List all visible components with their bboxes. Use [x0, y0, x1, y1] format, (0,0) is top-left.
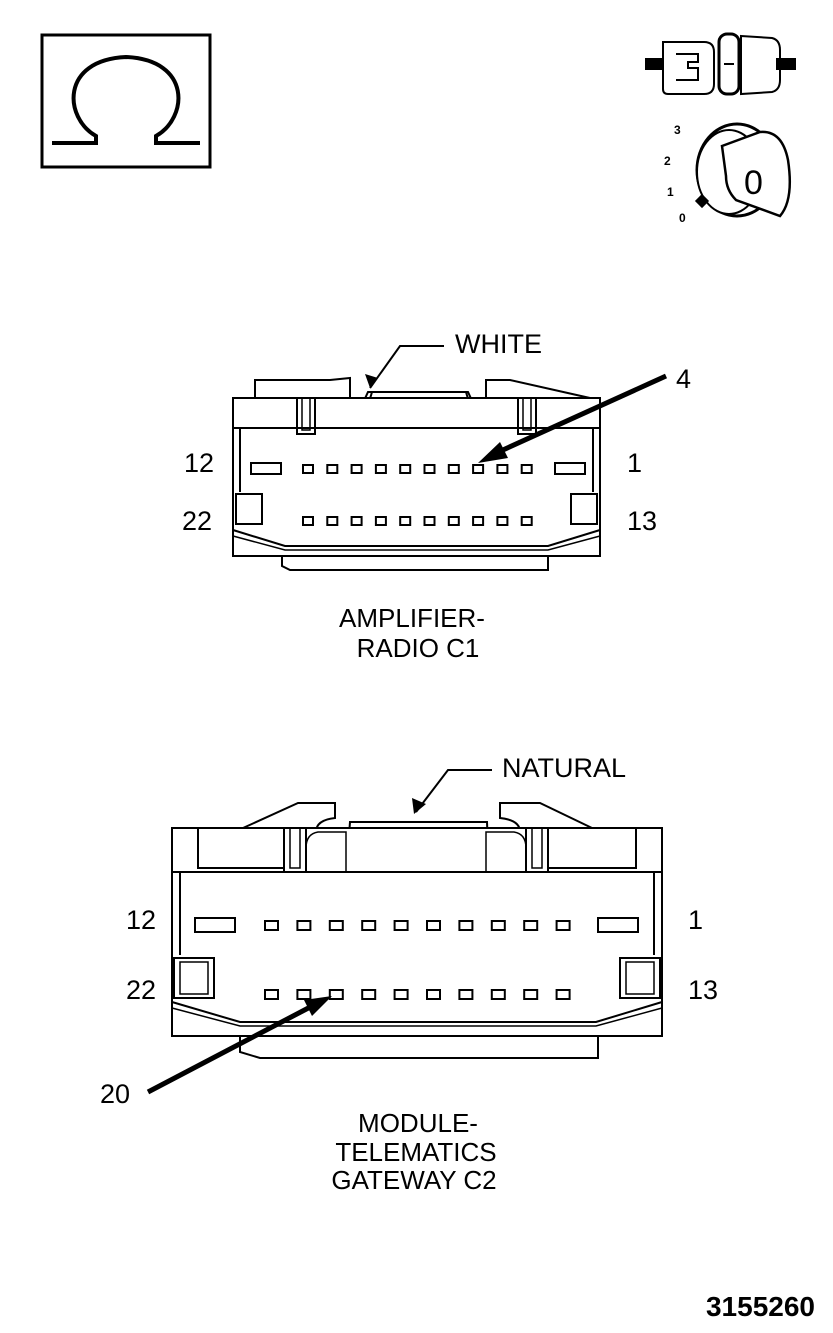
pin-cavity — [361, 920, 377, 931]
c2-pin-label-22: 22 — [126, 975, 156, 1005]
ignition-key-label: 0 — [744, 164, 763, 202]
c1-pin-label-12: 12 — [184, 448, 214, 478]
pin-cavity — [374, 464, 387, 474]
c1-pin-label-22: 22 — [182, 506, 212, 536]
pin-cavity — [520, 464, 533, 474]
pin-cavity — [296, 920, 312, 931]
c2-caption-line3: GATEWAY C2 — [331, 1165, 496, 1195]
pin-cavity — [555, 920, 571, 931]
pin-cavity — [350, 516, 363, 526]
pin-cavity — [458, 920, 474, 931]
pin-cavity — [423, 464, 436, 474]
c2-caption-line1: MODULE- — [358, 1108, 478, 1138]
c2-pin-label-13: 13 — [688, 975, 718, 1005]
pin-cavity — [361, 989, 377, 1000]
c2-pin-label-12: 12 — [126, 905, 156, 935]
c2-caption-line2: TELEMATICS — [335, 1137, 496, 1167]
c2-callout-pin: 20 — [100, 1079, 130, 1109]
pin-cavity — [326, 464, 339, 474]
pin-cavity — [328, 920, 344, 931]
c1-pin-label-1: 1 — [627, 448, 642, 478]
pin-cavity — [302, 464, 314, 474]
pin-cavity — [350, 464, 363, 474]
ignition-position-3: 3 — [674, 123, 681, 137]
c2-color-label: NATURAL — [502, 753, 626, 783]
ignition-position-0: 0 — [679, 211, 686, 225]
pin-cavity — [523, 920, 539, 931]
c1-callout-pin: 4 — [676, 364, 691, 394]
pin-cavity — [496, 464, 509, 474]
pin-cavity — [399, 516, 412, 526]
pin-cavity — [399, 464, 412, 474]
pin-cavity — [328, 989, 344, 1000]
pin-cavity — [472, 516, 485, 526]
pin-cavity — [490, 989, 506, 1000]
pin-cavity — [423, 516, 436, 526]
pin-cavity — [264, 920, 279, 931]
connector-c1: WHITE 4 12 1 22 13 AMPLIFIER- RADIO C1 — [182, 329, 691, 663]
c1-caption-line2: RADIO C1 — [357, 633, 480, 663]
c1-top-row-cavities — [302, 464, 533, 474]
pin-cavity — [393, 920, 409, 931]
pin-cavity — [393, 989, 409, 1000]
ignition-position-1: 1 — [667, 185, 674, 199]
pin-cavity — [523, 989, 539, 1000]
connector-icon — [645, 32, 796, 96]
pin-cavity — [447, 516, 460, 526]
pin-cavity — [302, 516, 314, 526]
pin-cavity — [472, 464, 485, 474]
pin-cavity — [264, 989, 279, 1000]
connector-c2: NATURAL 20 12 1 22 13 MODULE- TELEMATICS… — [100, 753, 718, 1195]
c1-caption-line1: AMPLIFIER- — [339, 603, 485, 633]
c2-pin-label-1: 1 — [688, 905, 703, 935]
c1-color-label: WHITE — [455, 329, 542, 359]
pin-cavity — [326, 516, 339, 526]
ignition-key-icon: 3 2 1 0 0 — [664, 122, 791, 225]
c1-pin-label-13: 13 — [627, 506, 657, 536]
c1-bottom-row-cavities — [302, 516, 533, 526]
pin-cavity — [374, 516, 387, 526]
pin-cavity — [555, 989, 571, 1000]
c2-bottom-row-cavities — [264, 989, 571, 1000]
pin-cavity — [520, 516, 533, 526]
pin-cavity — [426, 989, 441, 1000]
ohm-symbol-icon — [40, 33, 212, 169]
ignition-position-2: 2 — [664, 154, 671, 168]
c2-top-row-cavities — [264, 920, 571, 931]
pin-cavity — [426, 920, 441, 931]
pin-cavity — [458, 989, 474, 1000]
figure-number: 3155260 — [706, 1291, 815, 1322]
pin-cavity — [490, 920, 506, 931]
pin-cavity — [447, 464, 460, 474]
pin-cavity — [496, 516, 509, 526]
pin-cavity — [296, 989, 312, 1000]
